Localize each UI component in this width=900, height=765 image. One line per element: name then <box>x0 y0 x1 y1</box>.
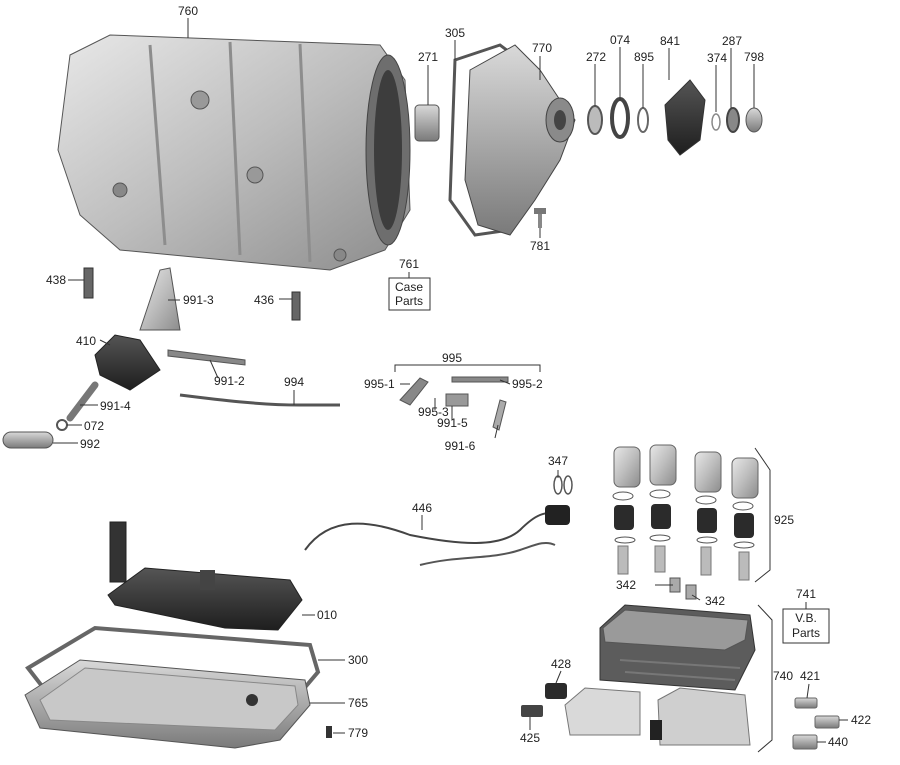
callout-342-b: 342 <box>705 594 725 608</box>
callout-994: 994 <box>284 375 304 389</box>
callout-287: 287 <box>722 34 742 48</box>
filter <box>107 521 303 631</box>
callout-991-2: 991-2 <box>214 374 245 388</box>
parking-parts <box>399 376 509 431</box>
callout-421: 421 <box>800 669 820 683</box>
callout-446: 446 <box>412 501 432 515</box>
box-741-line2: Parts <box>792 626 820 640</box>
callout-995: 995 <box>442 351 462 365</box>
pan-bolt <box>326 726 332 738</box>
case-parts-box: 761 Case Parts <box>388 257 431 311</box>
callout-410: 410 <box>76 334 96 348</box>
callout-991-3: 991-3 <box>183 293 214 307</box>
callout-305: 305 <box>445 26 465 40</box>
callout-422: 422 <box>851 713 871 727</box>
bearing-271 <box>414 104 440 142</box>
callout-841: 841 <box>660 34 680 48</box>
callout-374: 374 <box>707 51 727 65</box>
part-callouts: 760 305 271 770 272 074 895 841 374 287 … <box>46 4 871 749</box>
callout-438: 438 <box>46 273 66 287</box>
box-741-number: 741 <box>796 587 816 601</box>
box-761-line2: Parts <box>395 294 423 308</box>
callout-300: 300 <box>348 653 368 667</box>
callout-760: 760 <box>178 4 198 18</box>
callout-995-2: 995-2 <box>512 377 543 391</box>
valve-body <box>564 604 773 753</box>
callout-991-5: 991-5 <box>437 416 468 430</box>
extension-housing <box>464 44 576 236</box>
linkage-parts <box>2 267 340 449</box>
callout-271: 271 <box>418 50 438 64</box>
callout-740: 740 <box>773 669 793 683</box>
oil-pan <box>24 659 311 749</box>
callout-272: 272 <box>586 50 606 64</box>
callout-347: 347 <box>548 454 568 468</box>
callout-781: 781 <box>530 239 550 253</box>
callout-072: 072 <box>84 419 104 433</box>
callout-991-4: 991-4 <box>100 399 131 413</box>
seal-row <box>587 79 763 156</box>
bolt-781 <box>534 208 546 228</box>
box-741-line1: V.B. <box>795 611 817 625</box>
leader-lines <box>53 18 848 743</box>
callout-440: 440 <box>828 735 848 749</box>
callout-765: 765 <box>348 696 368 710</box>
callout-425: 425 <box>520 731 540 745</box>
solenoids <box>521 577 840 750</box>
box-761-number: 761 <box>399 257 419 271</box>
callout-010: 010 <box>317 608 337 622</box>
callout-798: 798 <box>744 50 764 64</box>
callout-770: 770 <box>532 41 552 55</box>
callout-779: 779 <box>348 726 368 740</box>
wiring-harness <box>304 475 573 566</box>
accumulator-pistons <box>612 444 771 583</box>
callout-342-a: 342 <box>616 578 636 592</box>
callout-991-6: 991-6 <box>445 439 476 453</box>
callout-995-1: 995-1 <box>364 377 395 391</box>
callout-925: 925 <box>774 513 794 527</box>
vb-parts-box: 741 V.B. Parts <box>782 587 830 644</box>
callout-992: 992 <box>80 437 100 451</box>
callout-428: 428 <box>551 657 571 671</box>
box-761-line1: Case <box>395 280 423 294</box>
callout-995-3: 995-3 <box>418 405 449 419</box>
callout-895: 895 <box>634 50 654 64</box>
callout-074: 074 <box>610 33 630 47</box>
transmission-case <box>57 34 411 271</box>
callout-436: 436 <box>254 293 274 307</box>
